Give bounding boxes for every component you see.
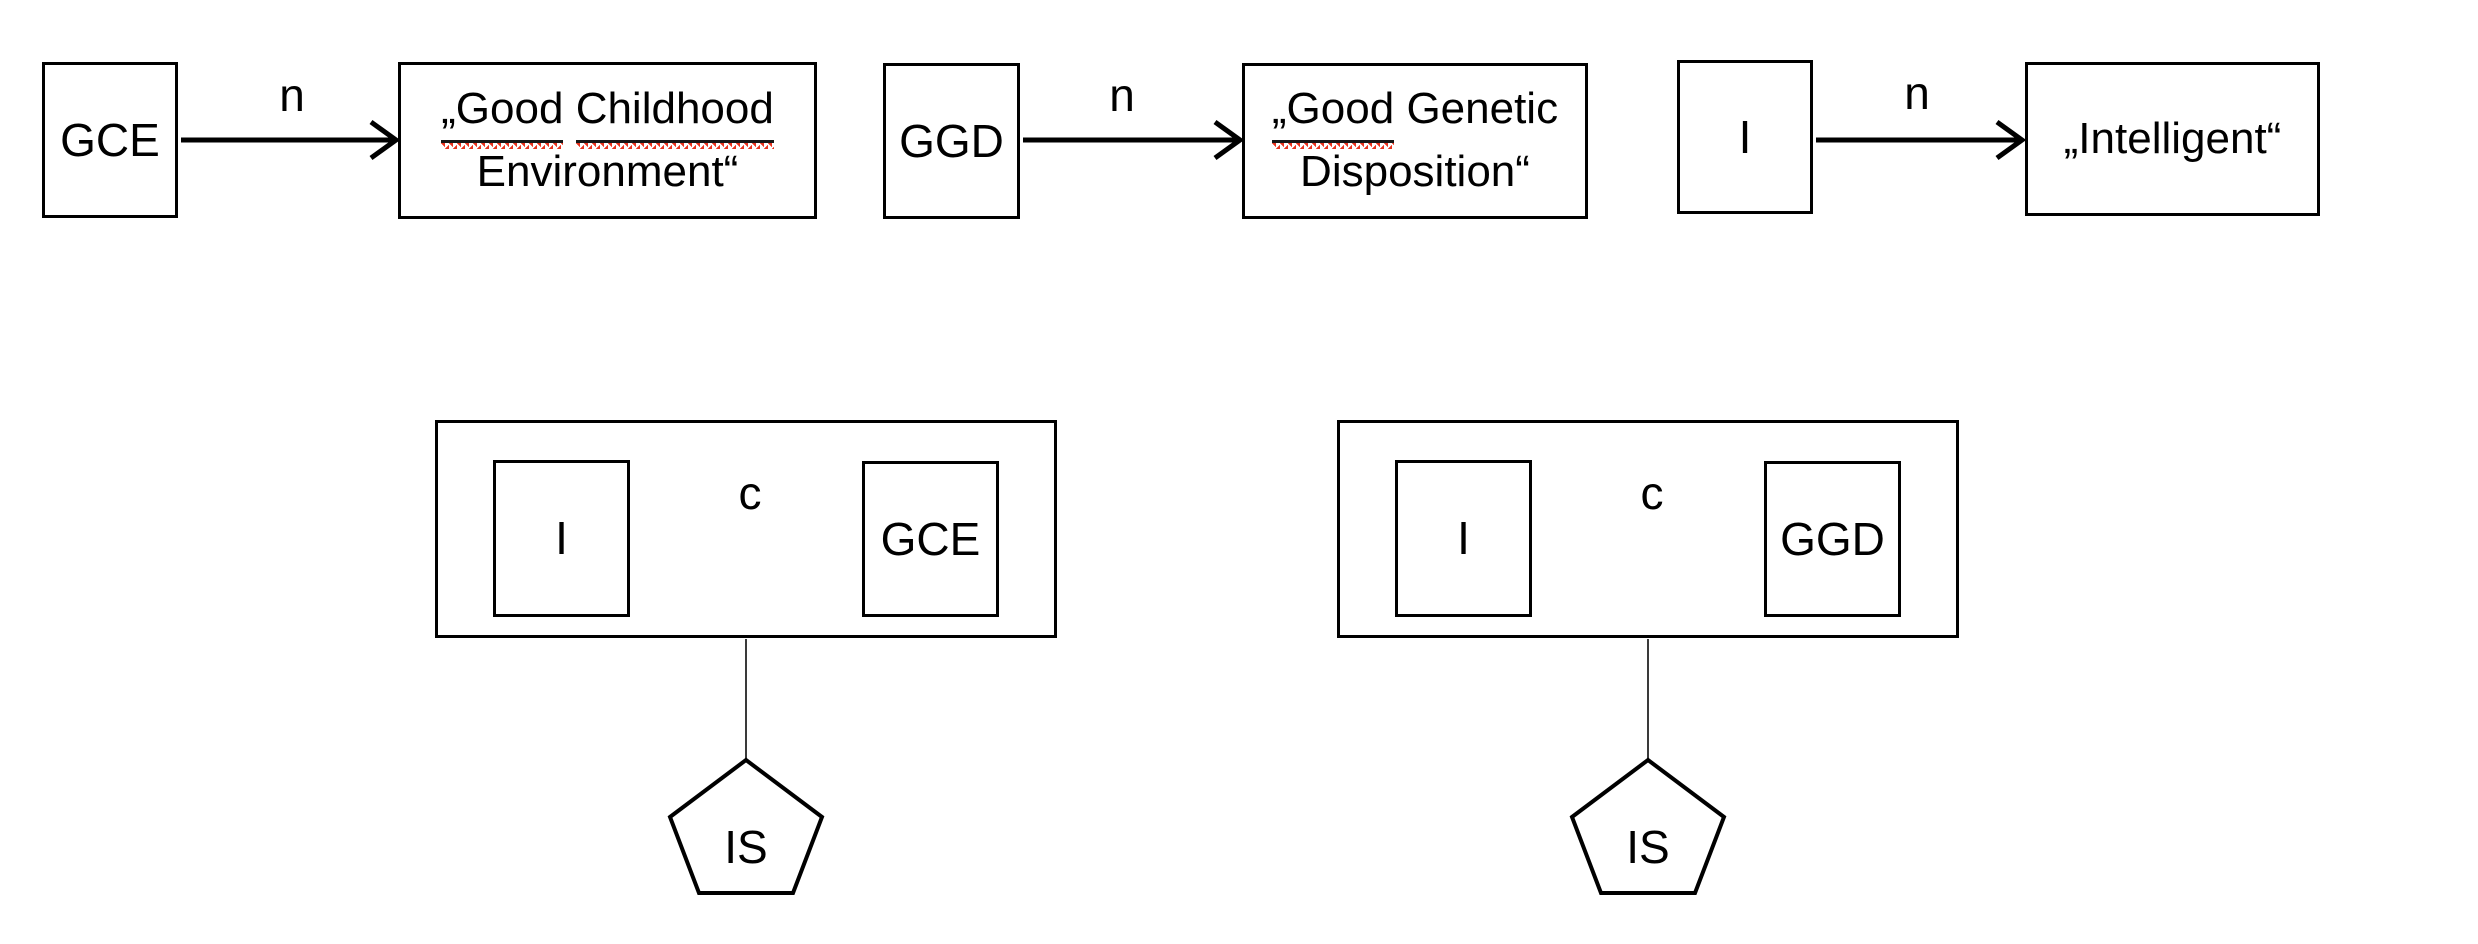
inner-box-gce: GCE — [862, 461, 999, 617]
naming-arrow-i — [1816, 119, 2027, 161]
naming-arrow-gce — [181, 119, 401, 161]
source-box-ggd-label: GGD — [899, 114, 1004, 167]
source-box-ggd: GGD — [883, 63, 1020, 219]
source-box-gce-label: GCE — [60, 113, 160, 166]
misspelled-word: „Good — [441, 80, 564, 149]
inner-box-ggd: GGD — [1764, 461, 1901, 617]
term-box-good-genetic-disposition: „Good Genetic Disposition“ — [1242, 63, 1588, 219]
edge-label-c-left: c — [738, 467, 762, 519]
term-line-2: Environment“ — [476, 146, 739, 196]
pentagon-is-left — [667, 757, 825, 895]
term-line-2: Disposition“ — [1300, 147, 1530, 196]
edge-label-c-right: c — [1640, 467, 1664, 519]
inner-box-i-right: I — [1395, 460, 1532, 617]
inner-box-i-right-label: I — [1457, 512, 1470, 565]
source-box-gce: GCE — [42, 62, 178, 218]
naming-arrow-ggd — [1023, 119, 1245, 161]
inner-box-gce-label: GCE — [880, 512, 981, 565]
misspelled-word: Childhood — [575, 80, 774, 149]
term-box-intelligent: „Intelligent“ — [2025, 62, 2320, 216]
edge-label-n-1: n — [279, 69, 305, 121]
inner-box-i-left: I — [493, 460, 630, 617]
source-box-i-label: I — [1738, 110, 1752, 163]
edge-label-n-3: n — [1904, 67, 1930, 119]
misspelled-word: „Good — [1271, 80, 1395, 149]
term-text: „Good Genetic Disposition“ — [1271, 80, 1559, 202]
inner-box-ggd-label: GGD — [1780, 512, 1885, 565]
term-box-good-childhood-environment: „Good Childhood Environment“ — [398, 62, 817, 219]
term-line-1: „Intelligent“ — [2063, 113, 2282, 163]
source-box-i: I — [1677, 60, 1813, 214]
term-line-1: „Good Genetic — [1271, 80, 1559, 149]
term-text: „Good Childhood Environment“ — [441, 80, 774, 202]
term-line-1: „Good Childhood — [441, 80, 774, 149]
term-word: Genetic — [1406, 84, 1559, 134]
pentagon-label-is-left: IS — [724, 821, 768, 873]
inner-box-i-left-label: I — [555, 512, 568, 565]
pentagon-is-right — [1569, 757, 1727, 895]
pentagon-label-is-right: IS — [1626, 821, 1670, 873]
edge-label-n-2: n — [1109, 69, 1135, 121]
